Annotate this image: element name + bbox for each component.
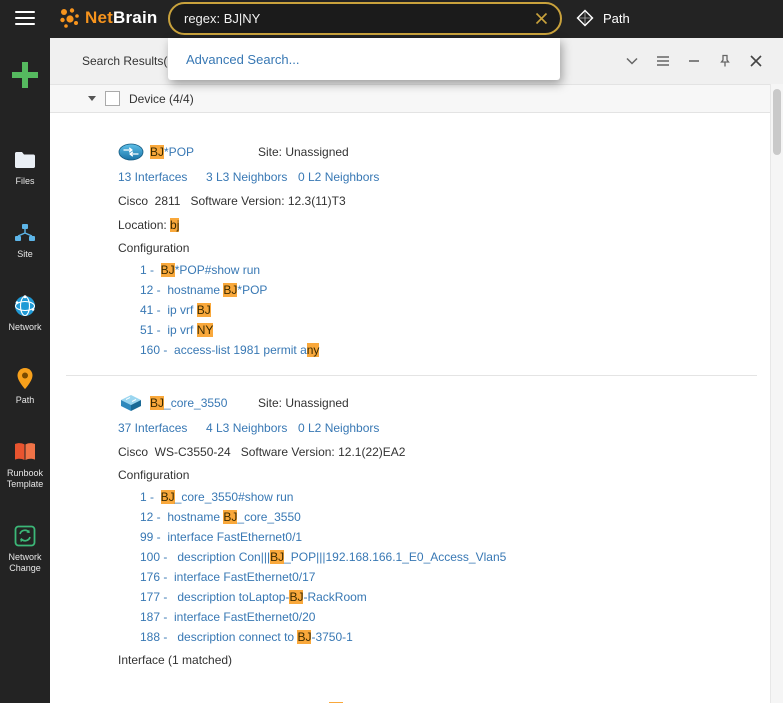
scrollbar-thumb[interactable] [773, 89, 781, 155]
sidebar-item-path[interactable]: Path [2, 367, 48, 406]
device-result: BJ_core_3550 Site: Unassigned 37 Interfa… [50, 390, 783, 703]
sidebar-item-label: Path [15, 395, 35, 405]
model-info: Cisco WS-C3550-24 Software Version: 12.1… [118, 445, 406, 459]
config-line[interactable]: 177 - description toLaptop-BJ-RackRoom [140, 590, 367, 604]
config-line[interactable]: 188 - description connect to BJ-3750-1 [140, 630, 353, 644]
sidebar-item-label: Network [8, 322, 42, 332]
interface-section-label: Interface (1 matched) [118, 653, 233, 667]
search-match-highlight: BJ [196, 303, 211, 317]
sidebar-item-label: Network Change [8, 552, 42, 573]
sidebar-item-network[interactable]: Network [2, 294, 48, 333]
sidebar-item-network-change[interactable]: Network Change [2, 524, 48, 574]
search-match-highlight: bj [170, 218, 180, 232]
config-line[interactable]: 12 - hostname BJ_core_3550 [140, 510, 301, 524]
config-line[interactable]: 1 - BJ*POP#show run [140, 263, 261, 277]
advanced-search-link[interactable]: Advanced Search... [186, 51, 300, 67]
search-results-panel: Search Results(9) [50, 38, 783, 703]
search-dropdown: Advanced Search... [168, 38, 560, 80]
minimize-icon[interactable] [685, 52, 703, 70]
sidebar-item-label: Runbook Template [6, 468, 44, 489]
config-line[interactable]: 176 - interface FastEthernet0/17 [140, 570, 316, 584]
config-line[interactable]: 1 - BJ_core_3550#show run [140, 490, 294, 504]
config-line[interactable]: 12 - hostname BJ*POP [140, 283, 268, 297]
hamburger-menu-icon[interactable] [15, 11, 35, 27]
config-line[interactable]: 100 - description Con|||BJ_POP|||192.168… [140, 550, 507, 564]
sidebar-item-site[interactable]: Site [2, 221, 48, 260]
config-lines: 1 - BJ*POP#show run 12 - hostname BJ*POP 4… [140, 260, 783, 360]
l3-neighbors-link[interactable]: 4 L3 Neighbors [206, 421, 288, 435]
sidebar-item-label: Site [17, 249, 33, 259]
map-pin-icon [15, 367, 35, 391]
sidebar-item-runbook-template[interactable]: Runbook Template [2, 440, 48, 490]
results-content: BJ*POP Site: Unassigned 13 Interfaces 3 … [50, 113, 783, 703]
interfaces-link[interactable]: 37 Interfaces [118, 421, 188, 435]
device-group-checkbox[interactable] [105, 91, 120, 106]
search-match-highlight: BJ [223, 283, 238, 297]
config-line[interactable]: 51 - ip vrf NY [140, 323, 214, 337]
topbar-path-menu[interactable]: Path [576, 9, 630, 27]
configuration-label: Configuration [118, 468, 190, 482]
search-match-highlight: BJ [297, 630, 312, 644]
search-match-highlight: BJ [270, 550, 285, 564]
l2-neighbors-link[interactable]: 0 L2 Neighbors [298, 421, 380, 435]
netbrain-logo[interactable]: NetBrain [58, 7, 157, 29]
results-title: Search Results(9) [82, 54, 179, 68]
path-diamond-icon [576, 9, 594, 27]
config-line[interactable]: 99 - interface FastEthernet0/1 [140, 530, 303, 544]
config-lines: 1 - BJ_core_3550#show run 12 - hostname B… [140, 487, 783, 647]
sidebar-item-files[interactable]: Files [2, 148, 48, 187]
l3-neighbors-link[interactable]: 3 L3 Neighbors [206, 170, 288, 184]
device-result: BJ*POP Site: Unassigned 13 Interfaces 3 … [50, 139, 783, 360]
topbar-path-label: Path [603, 10, 630, 26]
config-line[interactable]: 187 - interface FastEthernet0/20 [140, 610, 316, 624]
interfaces-link[interactable]: 13 Interfaces [118, 170, 188, 184]
configuration-label: Configuration [118, 241, 190, 255]
refresh-square-icon [14, 524, 36, 548]
search-match-highlight: BJ [160, 490, 175, 504]
top-bar: NetBrain Path [0, 0, 783, 38]
pin-icon[interactable] [716, 52, 734, 70]
clear-search-icon[interactable] [531, 12, 560, 25]
search-match-highlight: BJ [150, 396, 165, 410]
global-search-input[interactable] [170, 11, 531, 26]
book-icon [13, 440, 37, 464]
close-icon[interactable] [747, 52, 765, 70]
location-info: Location: bj [118, 218, 180, 232]
search-match-highlight: BJ [289, 590, 304, 604]
search-match-highlight: NY [196, 323, 214, 337]
folder-icon [14, 148, 36, 172]
config-line[interactable]: 160 - access-list 1981 permit any [140, 343, 320, 357]
interface-line: Vlan5 Description: Conn To BJ*POP-e0 0 N… [140, 673, 783, 703]
config-line[interactable]: 41 - ip vrf BJ [140, 303, 211, 317]
search-match-highlight: BJ [150, 145, 165, 159]
search-match-highlight: ny [306, 343, 320, 357]
result-divider [66, 375, 757, 376]
router-icon [118, 143, 150, 161]
site-label: Site: Unassigned [258, 145, 349, 159]
site-label: Site: Unassigned [258, 396, 349, 410]
vertical-scrollbar[interactable] [770, 84, 783, 703]
logo-text: NetBrain [85, 8, 158, 27]
device-group-header: Device (4/4) [50, 84, 783, 113]
l2-neighbors-link[interactable]: 0 L2 Neighbors [298, 170, 380, 184]
device-name[interactable]: BJ*POP [150, 145, 195, 159]
add-button[interactable] [12, 62, 38, 88]
globe-icon [13, 294, 37, 318]
device-name[interactable]: BJ_core_3550 [150, 396, 228, 410]
global-search-box [168, 2, 562, 35]
device-group-label: Device (4/4) [129, 91, 194, 106]
sidebar-item-label: Files [15, 176, 35, 186]
model-info: Cisco 2811 Software Version: 12.3(11)T3 [118, 194, 346, 208]
search-match-highlight: BJ [160, 263, 175, 277]
netbrain-logo-icon [60, 8, 79, 28]
site-icon [14, 221, 36, 245]
list-view-icon[interactable] [654, 52, 672, 70]
search-match-highlight: BJ [223, 510, 238, 524]
chevron-down-icon[interactable] [623, 52, 641, 70]
left-sidebar: Files Site [0, 38, 50, 703]
group-collapse-toggle-icon[interactable] [88, 96, 96, 101]
switch-icon [118, 393, 150, 413]
